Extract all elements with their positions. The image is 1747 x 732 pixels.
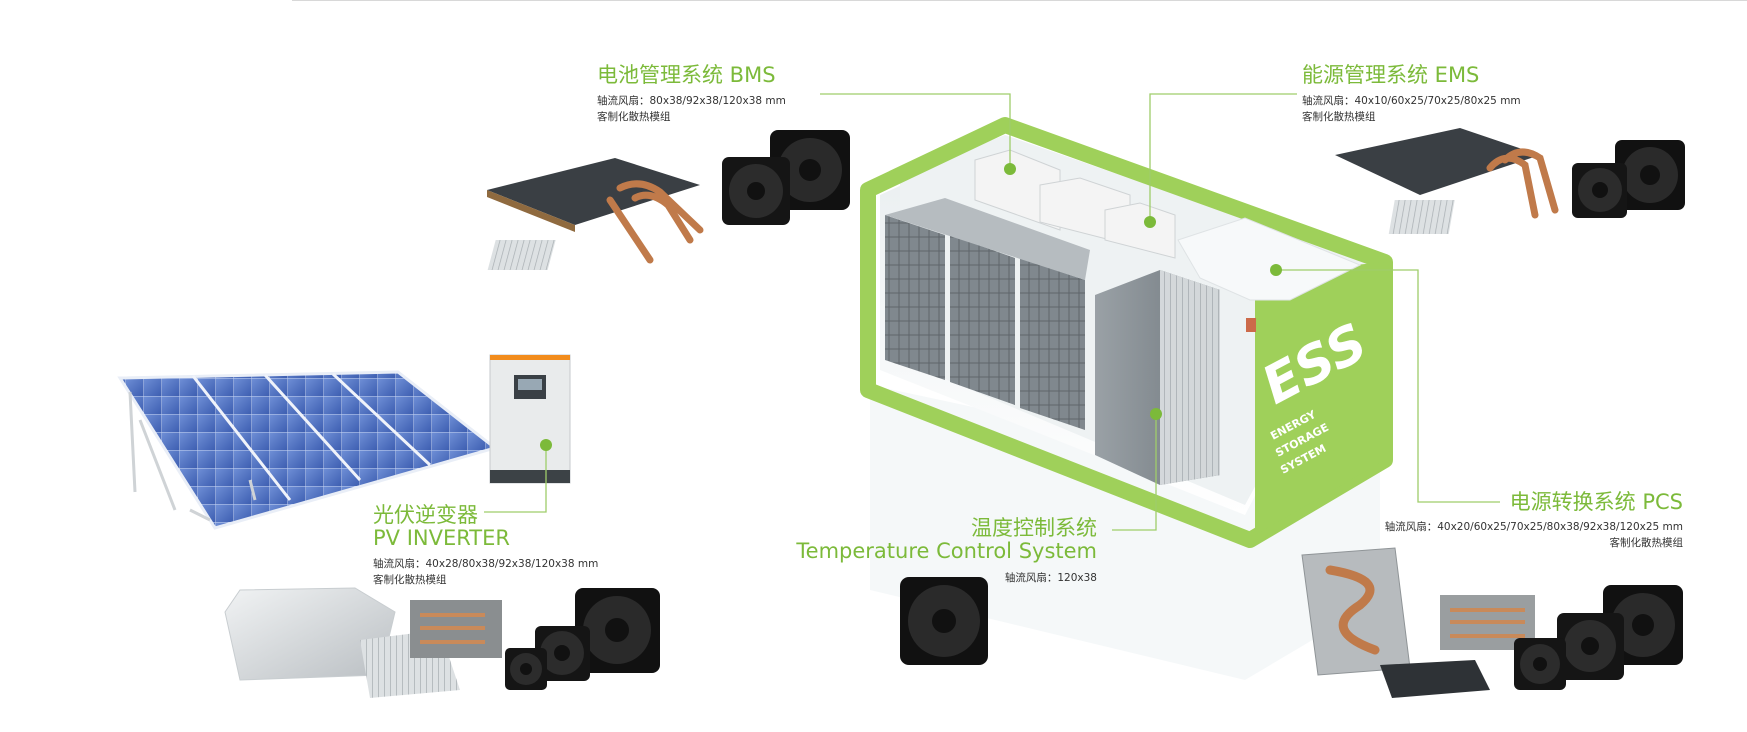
pv-title-en: PV INVERTER: [373, 526, 510, 550]
ems-title: 能源管理系统 EMS: [1302, 63, 1480, 87]
fan-icon: [505, 588, 660, 690]
ems-spec-module: 客制化散热模组: [1302, 111, 1376, 123]
fan-icon: [900, 577, 988, 665]
heat-pipe-icon: [1301, 547, 1535, 698]
bms-title: 电池管理系统 BMS: [597, 63, 776, 87]
heatsink-icon: [224, 587, 502, 698]
pv-spec-fans: 轴流风扇：40x28/80x38/92x38/120x38 mm: [373, 558, 599, 570]
pcs-title: 电源转换系统 PCS: [1509, 490, 1683, 514]
temp-leader-line: [1112, 408, 1162, 531]
fan-icon: [1572, 140, 1685, 218]
temp-spec-fans: 轴流风扇：120x38: [1004, 572, 1097, 584]
pcs-spec-fans: 轴流风扇：40x20/60x25/70x25/80x38/92x38/120x2…: [1384, 521, 1683, 533]
pcs-spec-module: 客制化散热模组: [1609, 537, 1684, 549]
temp-title-en: Temperature Control System: [796, 539, 1097, 563]
temp-title-cn: 温度控制系统: [971, 516, 1097, 540]
pv-leader-line: [484, 439, 552, 513]
inverter-icon: [489, 354, 571, 484]
bms-spec-module: 客制化散热模组: [597, 111, 671, 123]
bms-leader-line: [820, 93, 1016, 175]
heat-pipe-icon: [487, 158, 704, 270]
bms-spec-fans: 轴流风扇：80x38/92x38/120x38 mm: [597, 95, 786, 107]
pv-title-cn: 光伏逆变器: [373, 503, 478, 527]
ess-container: ESS ENERGY STORAGE SYSTEM: [860, 117, 1393, 680]
fan-icon: [1514, 585, 1683, 690]
ems-spec-fans: 轴流风扇：40x10/60x25/70x25/80x25 mm: [1302, 95, 1521, 107]
heat-pipe-icon: [1335, 128, 1559, 234]
pcs-leader-line: [1270, 264, 1500, 503]
pv-spec-module: 客制化散热模组: [373, 574, 447, 586]
ems-leader-line: [1144, 93, 1297, 228]
top-divider: [292, 0, 1747, 1]
fan-icon: [722, 130, 850, 225]
